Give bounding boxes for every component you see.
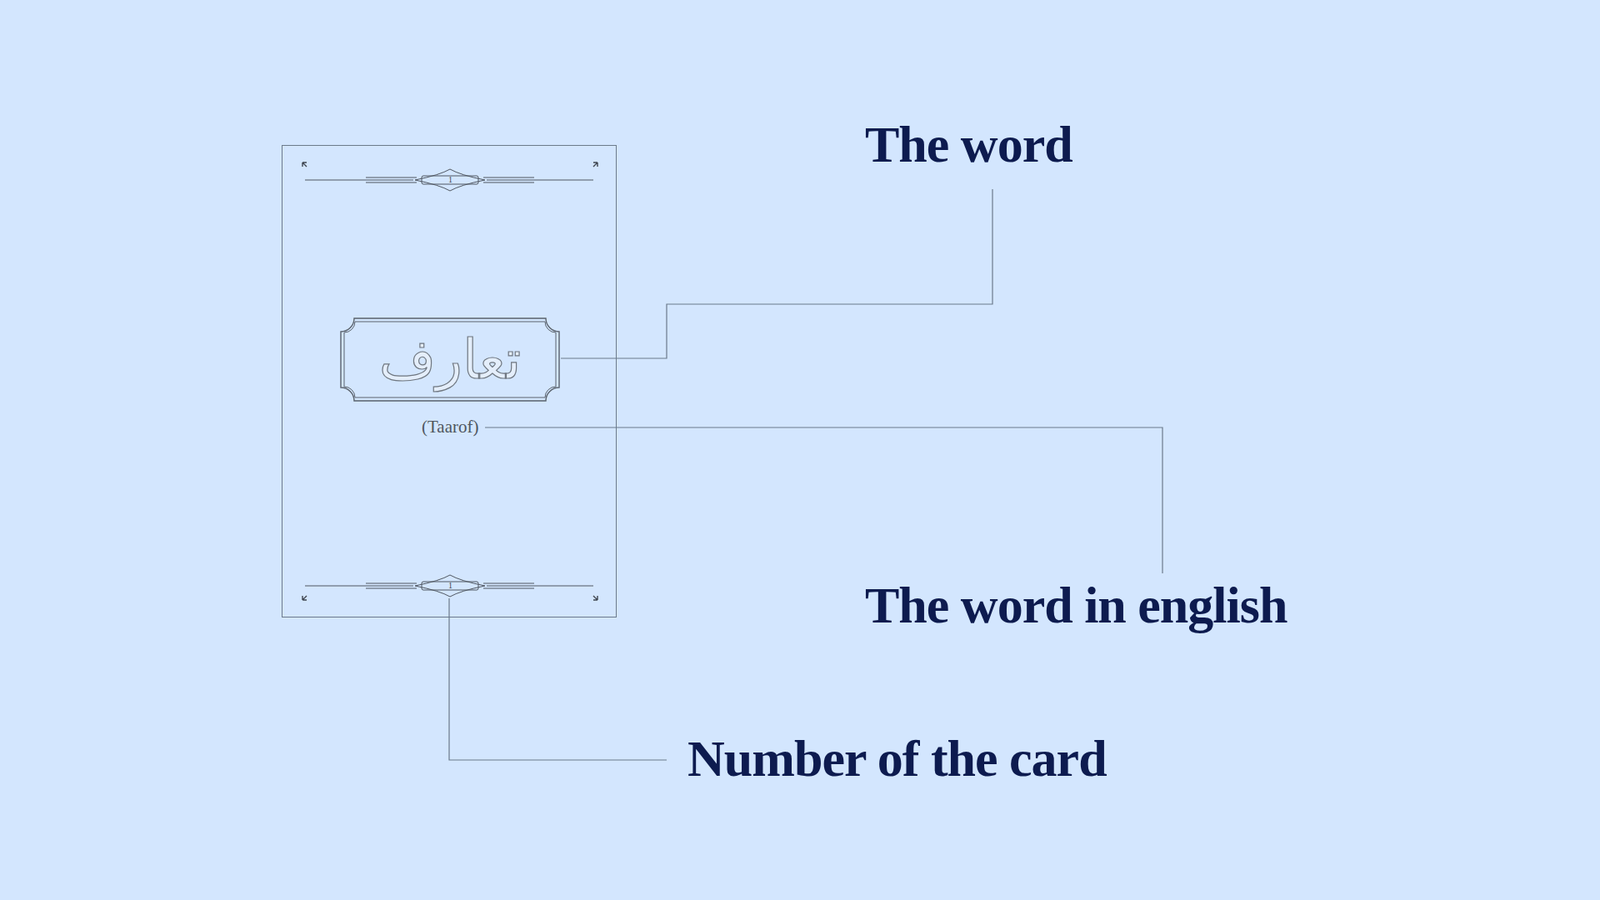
callout-label: Number of the card [687, 732, 1107, 785]
leader-line [449, 598, 667, 760]
corner-mark [593, 162, 598, 167]
callout-label: The word [865, 118, 1073, 170]
word-frame: تعارف [340, 317, 560, 402]
card-number: 1 [448, 581, 453, 590]
card-number: 1 [448, 175, 453, 185]
divider-ornament [305, 169, 594, 191]
word-card: تعارف 1 (Taarof) 1 [281, 145, 617, 618]
leader-line [560, 189, 993, 359]
corner-mark [302, 595, 307, 600]
arabic-word: تعارف [379, 326, 522, 393]
transliteration: (Taarof) [421, 417, 479, 437]
divider-ornament [305, 575, 594, 597]
corner-mark [593, 595, 598, 600]
corner-mark [302, 162, 307, 167]
callout-label: The word in english [865, 579, 1287, 631]
leader-line [485, 427, 1163, 574]
